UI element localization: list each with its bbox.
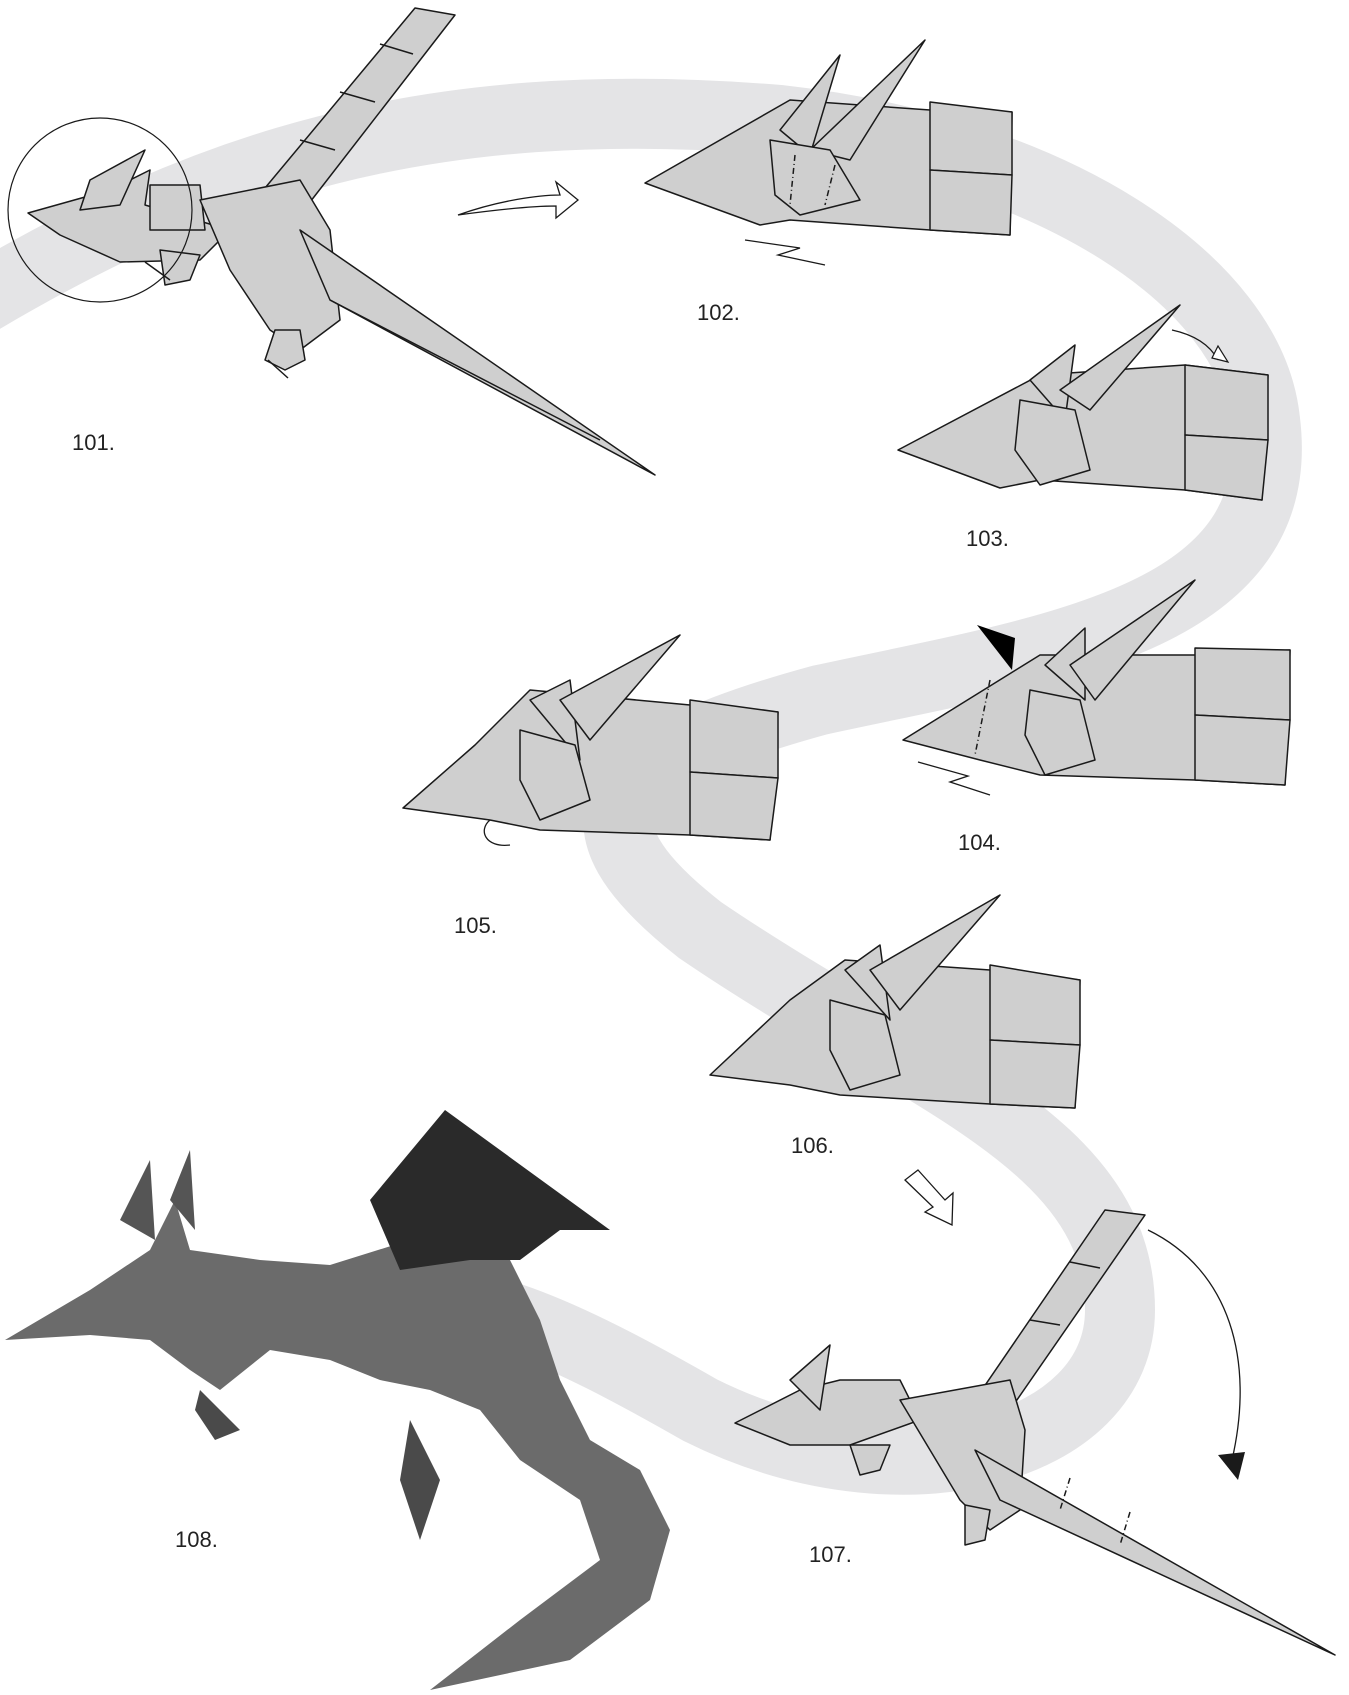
arrow-head-icon (1218, 1452, 1245, 1480)
rotate-arrow-icon (1148, 1230, 1240, 1460)
step-label-107: 107. (809, 1544, 852, 1566)
step-105-model (403, 635, 778, 840)
step-label-104: 104. (958, 832, 1001, 854)
step-label-108: 108. (175, 1529, 218, 1551)
zigzag-arrow-icon (745, 240, 825, 265)
next-step-arrow-icon (905, 1170, 953, 1225)
step-label-103: 103. (966, 528, 1009, 550)
step-label-106: 106. (791, 1135, 834, 1157)
next-step-arrow-icon (458, 182, 578, 218)
step-label-105: 105. (454, 915, 497, 937)
step-label-101: 101. (72, 432, 115, 454)
step-108-finished-photo (5, 1110, 670, 1690)
step-101-model (28, 8, 655, 475)
zigzag-arrow-icon (918, 762, 990, 795)
step-label-102: 102. (697, 302, 740, 324)
